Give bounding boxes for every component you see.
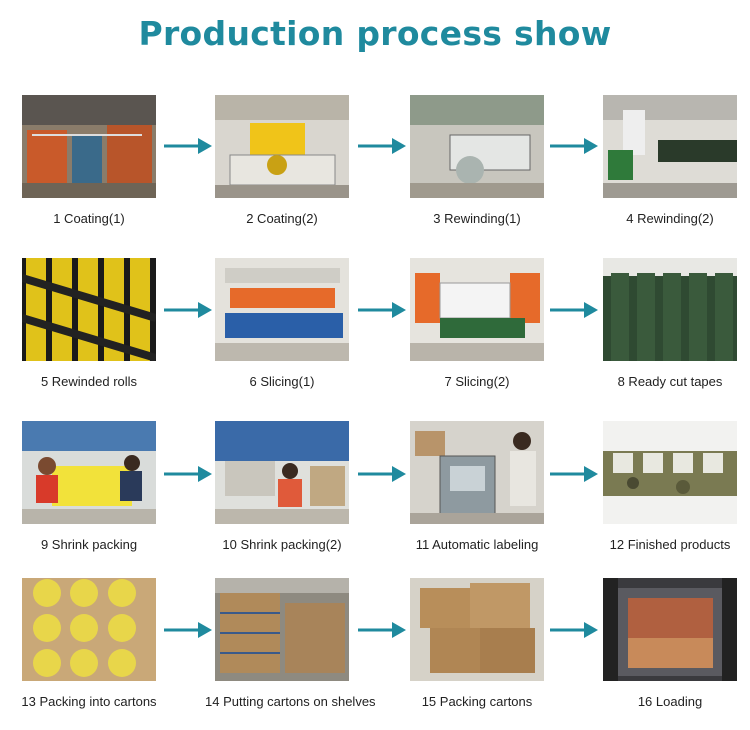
step-card: 1 Coating(1): [22, 95, 156, 226]
step-card: 10 Shrink packing(2): [215, 421, 349, 552]
step-card: 11 Automatic labeling: [410, 421, 544, 552]
step-caption: 2 Coating(2): [246, 211, 318, 226]
right-arrow-icon: [162, 300, 214, 320]
step-card: 14 Putting cartons on shelves: [205, 578, 376, 709]
right-arrow-icon: [356, 136, 408, 156]
step-photo-packing-cartons: [410, 578, 544, 681]
right-arrow-icon: [548, 300, 600, 320]
step-card: 6 Slicing(1): [215, 258, 349, 389]
step-caption: 9 Shrink packing: [40, 537, 138, 552]
right-arrow-icon: [162, 136, 214, 156]
right-arrow-icon: [356, 464, 408, 484]
right-arrow-icon: [548, 136, 600, 156]
right-arrow-icon: [162, 620, 214, 640]
step-card: 15 Packing cartons: [410, 578, 544, 709]
step-caption: 11 Automatic labeling: [415, 537, 539, 552]
right-arrow-icon: [356, 620, 408, 640]
right-arrow-icon: [162, 464, 214, 484]
step-caption: 1 Coating(1): [53, 211, 125, 226]
step-photo-rewinding-2: [603, 95, 737, 198]
step-caption: 10 Shrink packing(2): [222, 537, 342, 552]
step-caption: 13 Packing into cartons: [21, 694, 157, 709]
right-arrow-icon: [548, 620, 600, 640]
step-caption: 4 Rewinding(2): [626, 211, 714, 226]
step-caption: 8 Ready cut tapes: [617, 374, 723, 389]
step-photo-slicing-1: [215, 258, 349, 361]
step-caption: 14 Putting cartons on shelves: [205, 694, 376, 709]
step-caption: 15 Packing cartons: [421, 694, 533, 709]
step-caption: 5 Rewinded rolls: [40, 374, 138, 389]
step-card: 2 Coating(2): [215, 95, 349, 226]
step-card: 3 Rewinding(1): [410, 95, 544, 226]
step-photo-shrink-packing-2: [215, 421, 349, 524]
step-caption: 16 Loading: [637, 694, 703, 709]
step-card: 9 Shrink packing: [22, 421, 156, 552]
step-card: 8 Ready cut tapes: [603, 258, 737, 389]
step-photo-slicing-2: [410, 258, 544, 361]
step-photo-coating-1: [22, 95, 156, 198]
right-arrow-icon: [356, 300, 408, 320]
step-photo-rewinded-rolls: [22, 258, 156, 361]
step-caption: 3 Rewinding(1): [433, 211, 521, 226]
step-photo-automatic-labeling: [410, 421, 544, 524]
step-photo-loading: [603, 578, 737, 681]
step-photo-coating-2: [215, 95, 349, 198]
page-title: Production process show: [138, 14, 612, 53]
step-card: 5 Rewinded rolls: [22, 258, 156, 389]
step-photo-finished-products: [603, 421, 737, 524]
right-arrow-icon: [548, 464, 600, 484]
step-photo-rewinding-1: [410, 95, 544, 198]
step-photo-packing-into-cartons: [22, 578, 156, 681]
step-caption: 6 Slicing(1): [249, 374, 315, 389]
step-card: 16 Loading: [603, 578, 737, 709]
step-photo-shrink-packing: [22, 421, 156, 524]
step-photo-putting-cartons-on-shelves: [215, 578, 349, 681]
step-card: 12 Finished products: [603, 421, 737, 552]
step-card: 7 Slicing(2): [410, 258, 544, 389]
step-photo-ready-cut-tapes: [603, 258, 737, 361]
step-card: 4 Rewinding(2): [603, 95, 737, 226]
step-card: 13 Packing into cartons: [21, 578, 157, 709]
step-caption: 7 Slicing(2): [444, 374, 510, 389]
step-caption: 12 Finished products: [609, 537, 731, 552]
